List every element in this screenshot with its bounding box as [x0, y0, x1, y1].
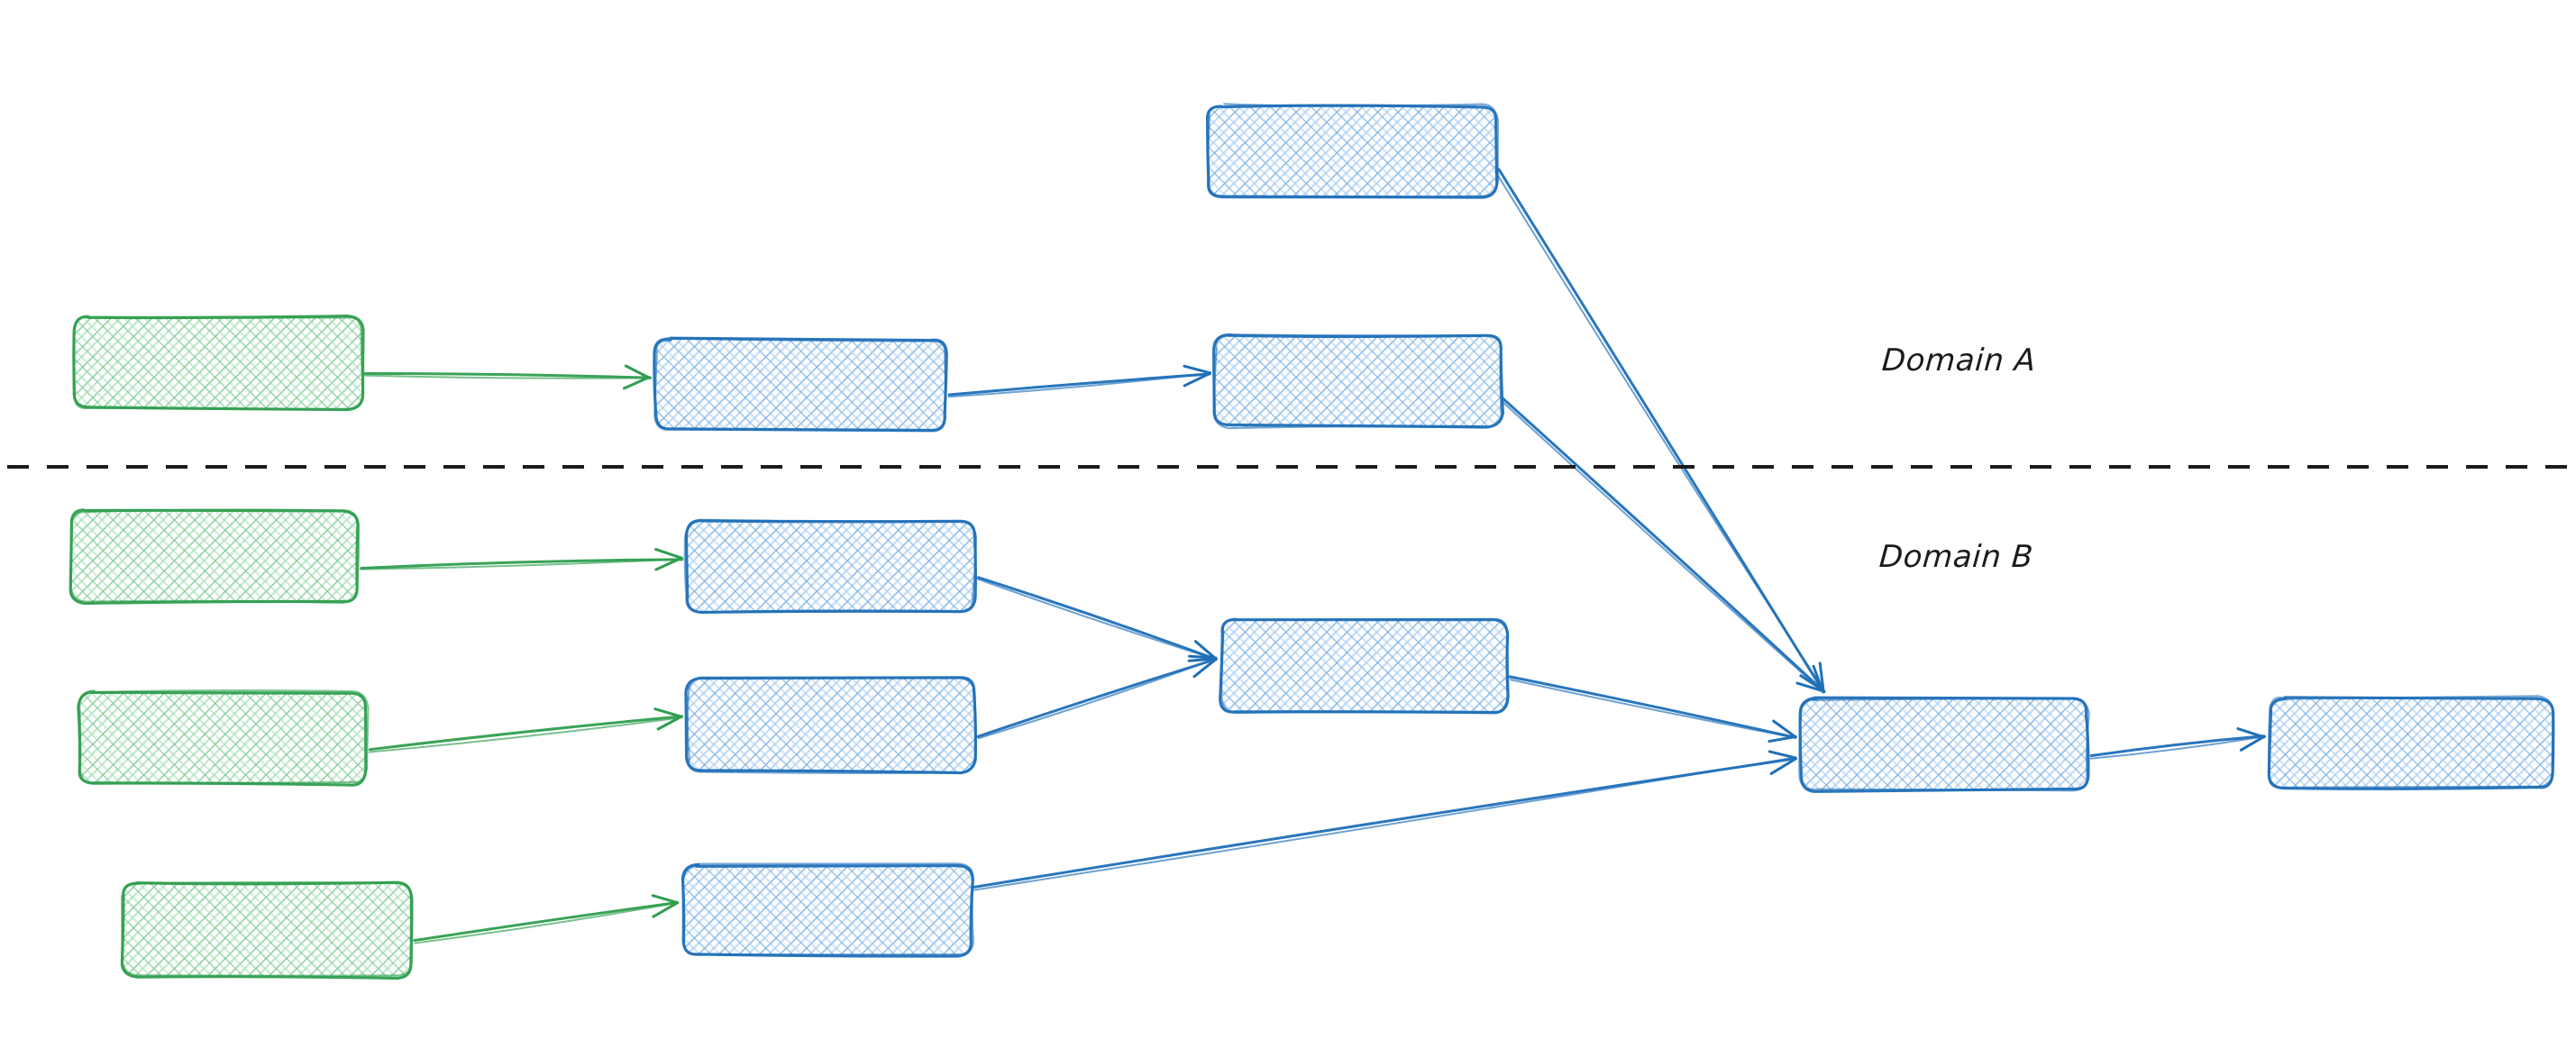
edge-e2[interactable]: [947, 364, 1212, 398]
node-b-blue-3[interactable]: [681, 862, 974, 958]
edge-e5[interactable]: [360, 548, 684, 571]
edge-layer: [360, 168, 2266, 944]
node-a-blue-2[interactable]: [1211, 333, 1504, 430]
label-domain-a: Domain A: [1880, 342, 2038, 379]
node-b-sink[interactable]: [1798, 696, 2090, 793]
node-b-merge[interactable]: [1219, 617, 1510, 715]
node-a-green-1[interactable]: [72, 315, 365, 412]
node-b-green-3[interactable]: [120, 880, 414, 981]
edge-e12[interactable]: [2089, 727, 2266, 760]
node-a-blue-1[interactable]: [653, 336, 948, 433]
label-domain-b: Domain B: [1877, 539, 2035, 575]
edge-e11[interactable]: [972, 750, 1797, 891]
edge-e10[interactable]: [1508, 675, 1797, 743]
node-b-green-1[interactable]: [69, 508, 361, 606]
node-b-blue-2[interactable]: [684, 676, 977, 775]
edge-e6[interactable]: [368, 707, 683, 753]
edge-e1[interactable]: [363, 364, 653, 390]
node-b-blue-1[interactable]: [683, 518, 978, 615]
edge-e3[interactable]: [1494, 168, 1826, 693]
node-b-final[interactable]: [2267, 695, 2555, 790]
node-layer: [69, 103, 2555, 981]
node-a-blue-top[interactable]: [1206, 103, 1500, 199]
edge-e7[interactable]: [413, 894, 680, 944]
edge-e8[interactable]: [976, 576, 1218, 662]
node-b-green-2[interactable]: [77, 689, 370, 787]
edge-e9[interactable]: [976, 654, 1218, 740]
edge-e4[interactable]: [1501, 397, 1826, 694]
